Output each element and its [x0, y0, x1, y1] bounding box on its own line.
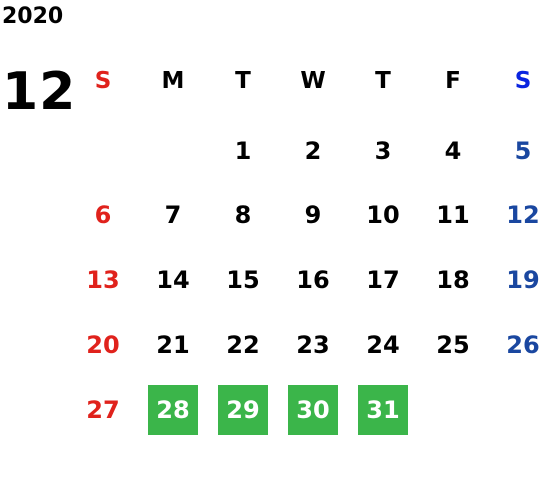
day-cell-26[interactable]: 26 — [506, 331, 540, 359]
day-cell-28[interactable]: 28 — [148, 385, 198, 435]
weekday-header-wed: W — [300, 68, 326, 94]
day-cell-25[interactable]: 25 — [436, 331, 470, 359]
day-cell-14[interactable]: 14 — [156, 266, 190, 294]
day-cell-2[interactable]: 2 — [304, 137, 322, 165]
day-cell-7[interactable]: 7 — [164, 201, 182, 229]
calendar-year: 2020 — [2, 4, 64, 29]
weekday-header-sat: S — [514, 68, 532, 94]
day-cell-9[interactable]: 9 — [304, 201, 322, 229]
day-cell-3[interactable]: 3 — [374, 137, 392, 165]
day-cell-1[interactable]: 1 — [234, 137, 252, 165]
day-cell-24[interactable]: 24 — [366, 331, 400, 359]
day-cell-10[interactable]: 10 — [366, 201, 400, 229]
weekday-header-tue: T — [235, 68, 251, 94]
weekday-header-fri: F — [445, 68, 461, 94]
day-cell-5[interactable]: 5 — [514, 137, 532, 165]
weekday-header-thu: T — [375, 68, 391, 94]
day-cell-18[interactable]: 18 — [436, 266, 470, 294]
weekday-header-sun: S — [94, 68, 112, 94]
day-cell-27[interactable]: 27 — [86, 396, 120, 424]
day-cell-4[interactable]: 4 — [444, 137, 462, 165]
day-cell-17[interactable]: 17 — [366, 266, 400, 294]
day-cell-12[interactable]: 12 — [506, 201, 540, 229]
day-cell-20[interactable]: 20 — [86, 331, 120, 359]
day-cell-31[interactable]: 31 — [358, 385, 408, 435]
day-cell-6[interactable]: 6 — [94, 201, 112, 229]
day-cell-29[interactable]: 29 — [218, 385, 268, 435]
day-cell-30[interactable]: 30 — [288, 385, 338, 435]
calendar-month: 12 — [2, 62, 77, 122]
day-cell-21[interactable]: 21 — [156, 331, 190, 359]
day-cell-15[interactable]: 15 — [226, 266, 260, 294]
day-cell-23[interactable]: 23 — [296, 331, 330, 359]
day-cell-22[interactable]: 22 — [226, 331, 260, 359]
day-cell-8[interactable]: 8 — [234, 201, 252, 229]
day-cell-19[interactable]: 19 — [506, 266, 540, 294]
day-cell-16[interactable]: 16 — [296, 266, 330, 294]
day-cell-13[interactable]: 13 — [86, 266, 120, 294]
day-cell-11[interactable]: 11 — [436, 201, 470, 229]
weekday-header-mon: M — [161, 68, 185, 94]
